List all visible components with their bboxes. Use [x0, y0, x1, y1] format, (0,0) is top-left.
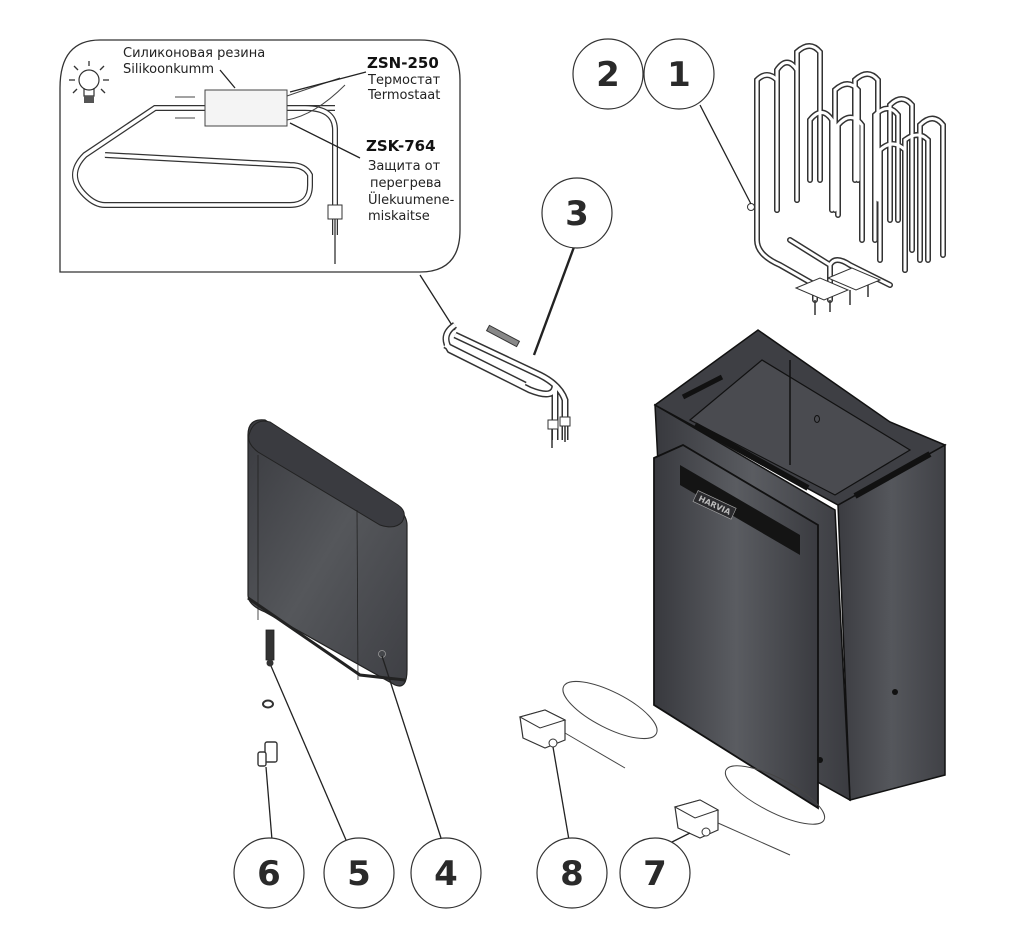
- svg-text:6: 6: [257, 854, 281, 894]
- callout-8: 8: [536, 837, 608, 909]
- lightbulb-icon: [69, 61, 109, 103]
- detail-inset: Силиконовая резина Silikoonkumm ZSN-250 …: [59, 39, 461, 331]
- thermostat-label-et: Termostaat: [367, 88, 440, 103]
- rubber-label-ru: Силиконовая резина: [123, 46, 265, 61]
- inset-frame: [59, 39, 461, 273]
- callout-5: 5: [323, 837, 395, 909]
- inset-element-drawing: [72, 69, 367, 264]
- rubber-label-et: Silikoonkumm: [123, 62, 214, 77]
- thermostat-7: [669, 765, 826, 856]
- drain-parts: [257, 665, 347, 841]
- callout-6: 6: [233, 837, 305, 909]
- drain-valve: [264, 741, 278, 763]
- silicone-rubber-sleeve: [204, 89, 288, 127]
- callout-3: 3: [541, 177, 613, 249]
- limiter-code: ZSK-764: [366, 137, 436, 155]
- svg-text:7: 7: [643, 854, 667, 894]
- thermostat-parts: [518, 680, 826, 856]
- limiter-label-ru-1: Защита от: [368, 159, 441, 174]
- heating-elements-part: [699, 43, 946, 315]
- limiter-label-et-1: Ülekuumene-: [368, 191, 455, 208]
- thermostat-label-ru: Термостат: [367, 73, 441, 88]
- limiter-label-et-2: miskaitse: [368, 209, 430, 224]
- callout-1: 1: [643, 38, 715, 110]
- callout-7: 7: [619, 837, 691, 909]
- svg-text:5: 5: [347, 854, 371, 894]
- limiter-label-ru-2: перегрева: [370, 176, 441, 191]
- water-tank-part: [247, 419, 442, 839]
- callout-4: 4: [410, 837, 482, 909]
- heater-body-part: HARVIA: [653, 329, 947, 810]
- thermostat-8: [518, 680, 658, 841]
- svg-text:3: 3: [565, 194, 589, 234]
- svg-text:8: 8: [560, 854, 584, 894]
- inset-leader: [419, 274, 456, 331]
- svg-text:4: 4: [434, 854, 458, 894]
- callout-2: 2: [572, 38, 644, 110]
- water-heating-element-part: [442, 246, 576, 448]
- svg-text:1: 1: [667, 55, 691, 95]
- thermostat-code: ZSN-250: [367, 54, 439, 72]
- svg-text:2: 2: [596, 55, 620, 95]
